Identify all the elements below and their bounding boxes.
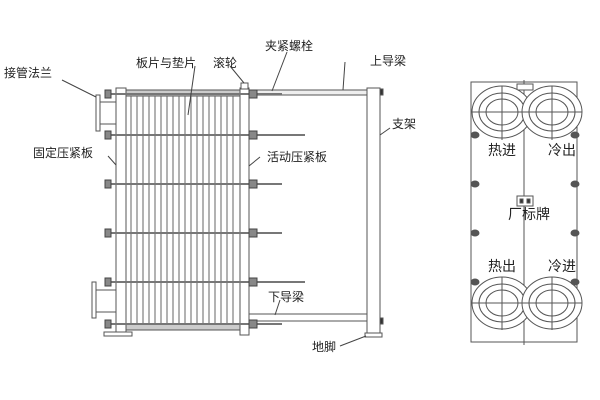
label-support: 支架 [392,117,417,131]
label-hot-out: 热出 [488,259,516,275]
label-hot-in: 热进 [488,143,516,159]
label-pipe-flange: 接管法兰 [4,66,53,80]
label-fixed-pressure-plate: 固定压紧板 [33,146,94,160]
label-upper-guide-beam: 上导梁 [370,54,407,68]
label-nameplate: 厂标牌 [508,207,550,223]
label-lower-guide-beam: 下导梁 [268,290,305,304]
label-plates-gaskets: 板片与垫片 [136,56,197,70]
label-cold-in: 冷进 [548,259,576,275]
fixed-plate-shape [115,87,127,336]
front-view-shape [470,80,583,345]
label-foot: 地脚 [312,340,337,354]
label-clamping-bolt: 夹紧螺栓 [265,39,314,53]
label-cold-out: 冷出 [548,143,576,159]
label-roller: 滚轮 [213,56,238,70]
movable-plate-shape [239,87,250,336]
label-movable-pressure-plate: 活动压紧板 [267,150,328,164]
support-shape [366,87,381,336]
